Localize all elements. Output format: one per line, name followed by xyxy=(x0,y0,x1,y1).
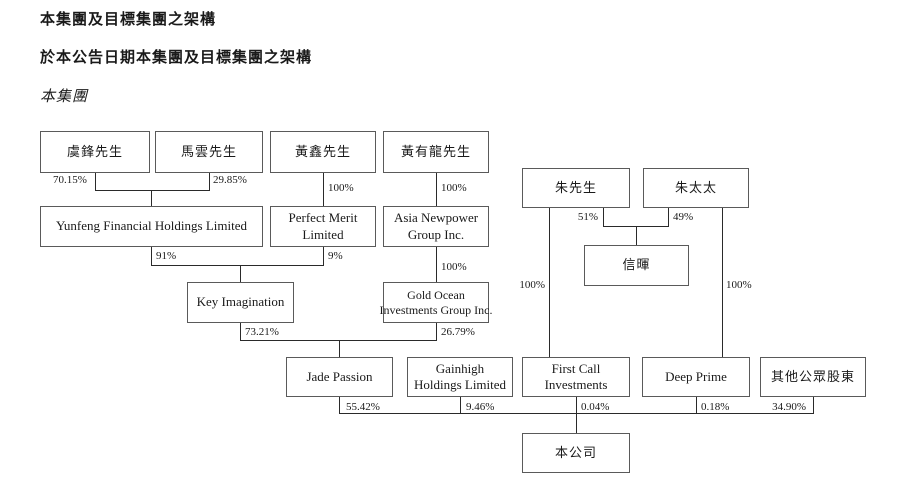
ownership-pct-mrs-zhu-xinhui: 49% xyxy=(673,211,694,223)
connector-line xyxy=(696,397,697,413)
connector-line xyxy=(722,208,723,357)
node-jade-passion: Jade Passion xyxy=(286,357,393,397)
connector-line xyxy=(339,340,340,357)
connector-line xyxy=(436,323,437,340)
node-label: Asia Newpower xyxy=(393,210,479,226)
section-heading: 本集團及目標集團之架構 xyxy=(40,12,217,28)
ownership-pct-gainhigh: 9.46% xyxy=(466,401,495,413)
node-label: Limited xyxy=(302,226,344,242)
ownership-pct-gold-ocean: 26.79% xyxy=(441,326,475,338)
connector-line xyxy=(436,247,437,282)
connector-line xyxy=(603,208,604,226)
connector-line xyxy=(240,323,241,340)
node-mr-zhu: 朱先生 xyxy=(522,168,630,208)
node-label: Yunfeng Financial Holdings Limited xyxy=(55,218,247,234)
connector-line xyxy=(151,265,324,266)
node-label: Key Imagination xyxy=(196,294,285,310)
ownership-pct-jade-passion: 55.42% xyxy=(346,401,380,413)
connector-line xyxy=(813,397,814,413)
node-deep-prime: Deep Prime xyxy=(642,357,750,397)
node-the-company: 本公司 xyxy=(522,433,630,473)
node-label: 朱先生 xyxy=(554,179,597,195)
group-label-heading: 本集團 xyxy=(40,89,89,105)
connector-line xyxy=(549,208,550,357)
connector-line xyxy=(436,173,437,206)
node-label: Gainhigh xyxy=(435,360,485,376)
node-mr-ma-yun: 馬雲先生 xyxy=(155,131,263,173)
connector-line xyxy=(151,190,152,206)
node-label: Gold Ocean xyxy=(407,287,465,302)
node-yunfeng-financial-holdings: Yunfeng Financial Holdings Limited xyxy=(40,206,263,247)
node-label: Deep Prime xyxy=(665,368,727,384)
connector-line xyxy=(209,173,210,190)
node-mr-yu-feng: 虞鋒先生 xyxy=(40,131,150,173)
node-label: 黃鑫先生 xyxy=(294,143,351,159)
node-label: First Call xyxy=(551,360,601,376)
node-key-imagination: Key Imagination xyxy=(187,282,294,323)
node-perfect-merit-limited: Perfect Merit Limited xyxy=(270,206,376,247)
node-mr-huang-xin: 黃鑫先生 xyxy=(270,131,376,173)
connector-line xyxy=(240,340,437,341)
node-label: 馬雲先生 xyxy=(180,143,237,159)
connector-line xyxy=(636,226,637,245)
ownership-pct-asia-newpower: 100% xyxy=(441,261,467,273)
ownership-pct-other-public: 34.90% xyxy=(772,401,806,413)
node-mrs-zhu: 朱太太 xyxy=(643,168,749,208)
subsection-heading: 於本公告日期本集團及目標集團之架構 xyxy=(40,50,313,66)
node-label: 本公司 xyxy=(554,444,597,460)
connector-line xyxy=(323,247,324,265)
ownership-pct-yunfeng: 91% xyxy=(156,250,177,262)
connector-line xyxy=(95,190,210,191)
node-label: Jade Passion xyxy=(306,368,373,384)
ownership-pct-huang-youlong: 100% xyxy=(441,182,467,194)
ownership-pct-key-imagination: 73.21% xyxy=(245,326,279,338)
node-label: Group Inc. xyxy=(407,226,465,242)
ownership-pct-yu-feng: 70.15% xyxy=(53,174,87,186)
ownership-pct-mr-zhu-xinhui: 51% xyxy=(577,211,598,223)
ownership-pct-huang-xin: 100% xyxy=(328,182,354,194)
node-label: 朱太太 xyxy=(674,179,717,195)
ownership-pct-mrs-zhu-deepprime: 100% xyxy=(726,279,752,291)
node-gainhigh-holdings: Gainhigh Holdings Limited xyxy=(407,357,513,397)
node-label: Holdings Limited xyxy=(413,377,507,392)
ownership-pct-first-call: 0.04% xyxy=(581,401,610,413)
connector-line xyxy=(240,265,241,282)
node-other-public-shareholders: 其他公眾股東 xyxy=(760,357,866,397)
connector-line xyxy=(339,397,340,413)
node-asia-newpower-group: Asia Newpower Group Inc. xyxy=(383,206,489,247)
node-label: Investments Group Inc. xyxy=(379,302,493,317)
connector-line xyxy=(323,173,324,206)
node-xin-hui: 信暉 xyxy=(584,245,689,286)
connector-line xyxy=(576,413,577,433)
node-label: Perfect Merit xyxy=(288,210,358,226)
node-mr-huang-youlong: 黃有龍先生 xyxy=(383,131,489,173)
node-label: 虞鋒先生 xyxy=(66,143,123,159)
ownership-pct-perfect-merit: 9% xyxy=(328,250,343,262)
connector-line xyxy=(95,173,96,190)
ownership-pct-ma-yun: 29.85% xyxy=(213,174,247,186)
node-first-call-investments: First Call Investments xyxy=(522,357,630,397)
node-gold-ocean-investments: Gold Ocean Investments Group Inc. xyxy=(380,282,493,323)
connector-line xyxy=(668,208,669,226)
connector-line xyxy=(576,397,577,413)
ownership-pct-mr-zhu-firstcall: 100% xyxy=(519,279,545,291)
ownership-pct-deep-prime: 0.18% xyxy=(701,401,730,413)
node-label: Investments xyxy=(544,377,608,392)
node-label: 信暉 xyxy=(622,257,651,273)
connector-line xyxy=(151,247,152,265)
node-label: 黃有龍先生 xyxy=(400,143,471,159)
node-label: 其他公眾股東 xyxy=(770,368,855,384)
connector-line xyxy=(460,397,461,413)
